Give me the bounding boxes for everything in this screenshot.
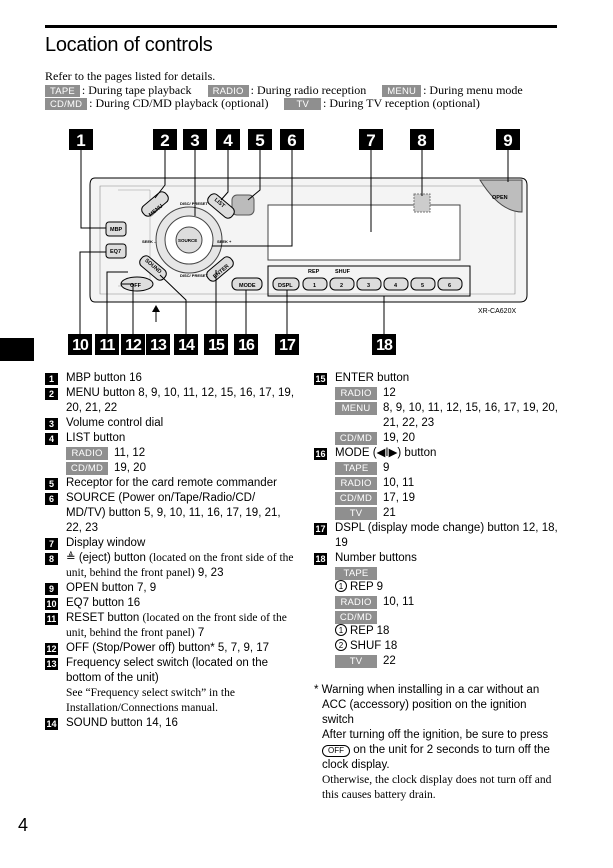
mode-label: MODE	[239, 283, 256, 289]
callout-1: 1	[76, 131, 85, 150]
seek-right-label: SEEK +	[217, 239, 232, 244]
legend-tag-menu: MENU	[382, 85, 422, 97]
off-button-icon: OFF	[322, 745, 350, 757]
disc-up-label: DISC/ PRESET	[180, 201, 208, 206]
callout-13: 13	[150, 337, 167, 354]
callout-12: 12	[125, 337, 142, 354]
callout-3: 3	[190, 131, 199, 150]
legend-tag-tape: TAPE	[45, 85, 80, 97]
intro-text: Refer to the pages listed for details.	[45, 69, 216, 83]
callout-14: 14	[178, 337, 195, 354]
legend-text-menu: : During menu mode	[423, 83, 523, 97]
top-callouts: 1 2 3 4 5 6 7 8 9	[69, 129, 520, 150]
model-label: XR-CA620X	[478, 308, 516, 315]
num-6-label: 6	[448, 283, 451, 289]
legend-tag-cdmd: CD/MD	[45, 98, 88, 110]
leader-lines	[79, 150, 509, 336]
device-diagram: 1 2 3 4 5 6 7 8 9	[68, 129, 528, 355]
callout-11: 11	[100, 337, 116, 354]
num-3-label: 3	[367, 283, 370, 289]
callout-2: 2	[160, 131, 169, 150]
mbp-label: MBP	[110, 227, 123, 233]
source-label: SOURCE	[178, 238, 197, 243]
page-number: 4	[18, 815, 29, 835]
callout-7: 7	[366, 131, 375, 150]
seek-left-label: SEEK –	[142, 239, 157, 244]
num-5-label: 5	[421, 283, 424, 289]
footnote-warning: * Warning when installing in a car witho…	[314, 684, 540, 726]
frequency-switch-arrow	[152, 305, 160, 312]
rep-label: REP	[308, 269, 320, 275]
off-label: OFF	[130, 283, 142, 289]
callout-4: 4	[223, 131, 233, 150]
callout-5: 5	[255, 131, 264, 150]
legend-text-tv: : During TV reception (optional)	[323, 96, 480, 110]
callout-6: 6	[287, 131, 296, 150]
callout-8: 8	[417, 131, 426, 150]
callout-9: 9	[503, 131, 512, 150]
dspl-label: DSPL	[278, 283, 293, 289]
legend-text-radio: : During radio reception	[250, 83, 367, 97]
item-8: 8≜ (eject) button (located on the front …	[45, 551, 295, 581]
bottom-callouts: 10 11 12 13 14 15 16 17 18	[68, 334, 396, 355]
section-tab	[0, 338, 34, 361]
head-unit	[89, 177, 528, 303]
num-2-label: 2	[340, 283, 343, 289]
callout-17: 17	[279, 337, 296, 354]
callout-16: 16	[238, 337, 255, 354]
callout-10: 10	[72, 337, 89, 354]
legend-row-1: TAPE: During tape playback RADIO: During…	[45, 83, 523, 98]
legend-tag-tv: TV	[284, 98, 321, 110]
eq7-label: EQ7	[110, 249, 121, 255]
legend-text-tape: : During tape playback	[81, 83, 192, 97]
shuf-label: SHUF	[335, 269, 351, 275]
legend-text-cdmd: : During CD/MD playback (optional)	[89, 96, 269, 110]
disc-down-label: DISC/ PRESET	[180, 273, 208, 278]
open-label: OPEN	[492, 195, 508, 201]
footnote-consequence: Otherwise, the clock display does not tu…	[322, 774, 552, 801]
callout-18: 18	[376, 337, 393, 354]
legend-row-2: CD/MD: During CD/MD playback (optional) …	[45, 96, 480, 111]
legend-tag-radio: RADIO	[207, 85, 249, 97]
callout-15: 15	[208, 337, 225, 354]
top-rule	[45, 25, 557, 28]
num-1-label: 1	[313, 283, 316, 289]
page-title: Location of controls	[45, 34, 213, 56]
num-4-label: 4	[394, 283, 398, 289]
footnote-instruction: After turning off the ignition, be sure …	[322, 729, 550, 771]
